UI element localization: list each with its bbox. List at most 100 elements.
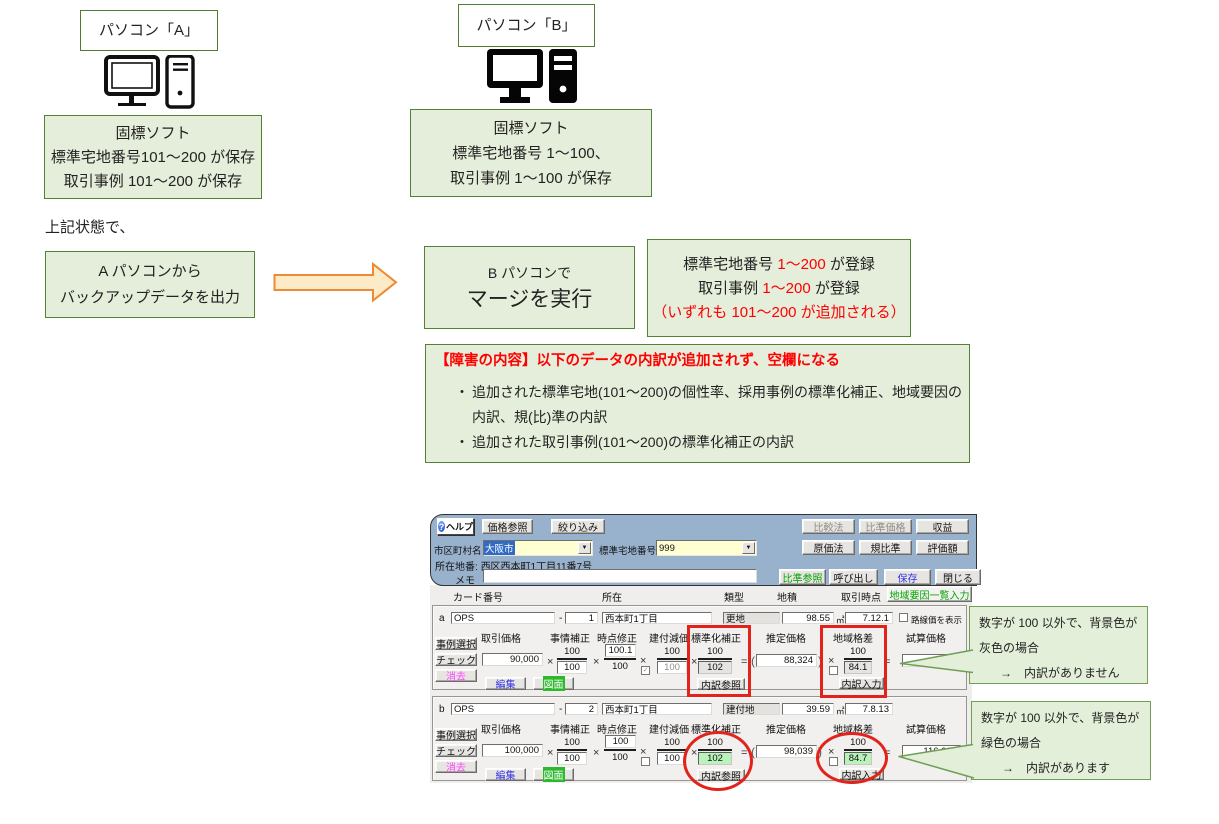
estimated-price-field: 98,039 xyxy=(756,745,817,758)
paren-open: ( xyxy=(751,745,755,759)
step-action-line1: B パソコンで xyxy=(487,264,572,281)
f5-numerator: 100 xyxy=(850,646,866,657)
help-button[interactable]: ?ヘルプ xyxy=(437,518,474,535)
drawing-button[interactable]: 図面 xyxy=(533,676,574,691)
filter-button[interactable]: 絞り込み xyxy=(551,519,605,534)
highlight-rect-regional xyxy=(820,625,887,698)
col-label-estimated: 推定価格 xyxy=(766,634,806,645)
times-op: × xyxy=(691,656,698,668)
step-source-box: A パソコンから バックアップデータを出力 xyxy=(45,251,255,318)
f3-numerator: 100 xyxy=(664,646,680,657)
pc-a-icon xyxy=(104,55,195,109)
close-button[interactable]: 閉じる xyxy=(935,569,981,585)
highlight-ellipse-regional xyxy=(816,732,888,784)
breakdown-ref-button[interactable]: 内訳参照 xyxy=(697,678,745,692)
pc-a-line2: 標準宅地番号101～200 が保存 xyxy=(50,148,256,166)
f1-numerator: 100 xyxy=(564,737,580,748)
location-input[interactable]: 西本町1丁目 xyxy=(602,703,712,716)
col-label-time: 時点修正 xyxy=(597,634,637,645)
times-op: × xyxy=(547,747,554,759)
issue-bullet-1: ・ 追加された標準宅地(101～200)の個性率、採用事例の標準化補正、地域要因… xyxy=(455,383,963,425)
pc-b-icon xyxy=(487,49,577,103)
recall-button[interactable]: 呼び出し xyxy=(829,569,878,585)
drawing-button[interactable]: 図面 xyxy=(533,767,574,782)
check-button[interactable]: チェック xyxy=(435,744,477,758)
f3-numerator: 100 xyxy=(664,737,680,748)
edit-button[interactable]: 編集 xyxy=(485,677,526,691)
roadside-label: 路線価を表示 xyxy=(911,615,963,625)
f4-denominator-standardization: 102 xyxy=(698,660,732,674)
select-case-button[interactable]: 事例選択 xyxy=(435,728,477,742)
building-checkbox[interactable]: ✓ xyxy=(641,666,650,675)
date-field: 7.8.13 xyxy=(845,703,893,715)
appraisal-button[interactable]: 評価額 xyxy=(916,540,969,555)
col-label-time: 時点修正 xyxy=(597,725,637,736)
f5-denominator-regional: 84.1 xyxy=(844,660,872,674)
pc-a-title: パソコン「A」 xyxy=(98,22,199,39)
lot-combobox[interactable]: 999 ▼ xyxy=(656,540,757,556)
save-button[interactable]: 保存 xyxy=(884,569,931,585)
roadside-checkbox[interactable] xyxy=(899,613,908,622)
lot-label: 標準宅地番号 xyxy=(599,546,657,557)
card-sub-no-input[interactable]: 1 xyxy=(565,612,598,624)
times-op: × xyxy=(828,655,835,667)
card-sub-no-input[interactable]: 2 xyxy=(565,703,598,715)
card-no-input[interactable]: OPS xyxy=(451,612,555,624)
issue-box: 【障害の内容】以下のデータの内訳が追加されず、空欄になる ・ 追加された標準宅地… xyxy=(425,344,970,463)
cost-button[interactable]: 原価法 xyxy=(802,540,855,555)
comp-ref-button[interactable]: 比準参照 xyxy=(779,569,826,585)
question-icon: ? xyxy=(438,521,445,532)
income-button[interactable]: 収益 xyxy=(916,519,969,534)
city-dropdown-icon[interactable]: ▼ xyxy=(578,542,591,554)
times-op: × xyxy=(640,655,647,667)
callout-gray-tail xyxy=(899,649,974,674)
callout-green-case: 数字が 100 以外で、背景色が 緑色の場合 → 内訳があります xyxy=(971,701,1151,780)
city-combobox[interactable]: 大阪市 ▼ xyxy=(483,540,593,556)
issue-bullet-2: ・ 追加された取引事例(101～200)の標準化補正の内訳 xyxy=(455,433,795,450)
area-factor-button[interactable]: 地域要因一覧入力 xyxy=(887,586,972,602)
f2-denominator: 100 xyxy=(612,661,628,672)
breakdown-input-button[interactable]: 内訳入力 xyxy=(839,677,884,691)
edit-button[interactable]: 編集 xyxy=(485,768,526,782)
sqm-unit: ㎡ xyxy=(836,615,845,625)
col-label-trial: 試算価格 xyxy=(906,634,946,645)
city-label: 市区町村名 xyxy=(434,546,482,557)
price-ref-button[interactable]: 価格参照 xyxy=(482,519,533,534)
select-case-button[interactable]: 事例選択 xyxy=(435,637,477,651)
equals-op: = xyxy=(884,656,891,668)
step-source-line1: A パソコンから xyxy=(98,263,202,280)
estimated-price-field: 88,324 xyxy=(756,654,817,667)
comp-price-button[interactable]: 比準価格 xyxy=(859,519,912,534)
regional-checkbox[interactable] xyxy=(829,666,838,675)
paren-open: ( xyxy=(751,654,755,668)
comparison-button[interactable]: 比較法 xyxy=(802,519,855,534)
memo-input[interactable] xyxy=(483,569,757,583)
col-label-building: 建付減価 xyxy=(649,634,689,645)
lot-dropdown-icon[interactable]: ▼ xyxy=(742,542,755,554)
result-line3: （いずれも 101～200 が追加される） xyxy=(652,303,906,321)
pc-a-title-box: パソコン「A」 xyxy=(80,10,218,51)
erase-button[interactable]: 消去 xyxy=(435,760,477,774)
f3-denominator: 100 xyxy=(657,660,687,674)
price-field: 90,000 xyxy=(482,653,543,666)
dash-separator: - xyxy=(559,613,563,624)
area-field: 39.59 xyxy=(782,703,834,715)
f2-denominator: 100 xyxy=(612,752,628,763)
building-checkbox[interactable] xyxy=(641,757,650,766)
row-letter: b xyxy=(439,704,445,715)
f2-numerator-box: 100 xyxy=(605,734,636,748)
address-line: 所在地番: 西区西本町1丁目11番7号 xyxy=(435,562,593,573)
card-no-input[interactable]: OPS xyxy=(451,703,555,715)
sqm-unit: ㎡ xyxy=(836,706,845,716)
f1-numerator: 100 xyxy=(564,646,580,657)
pc-b-title-box: パソコン「B」 xyxy=(458,4,595,47)
erase-button[interactable]: 消去 xyxy=(435,669,477,683)
callout-green-tail xyxy=(898,743,975,779)
location-input[interactable]: 西本町1丁目 xyxy=(602,612,712,625)
check-button[interactable]: チェック xyxy=(435,653,477,667)
std-comp-button[interactable]: 規比準 xyxy=(859,540,912,555)
f2-line xyxy=(604,657,636,660)
highlight-rect-standardization xyxy=(687,625,751,697)
memo-label: メモ xyxy=(455,576,475,587)
